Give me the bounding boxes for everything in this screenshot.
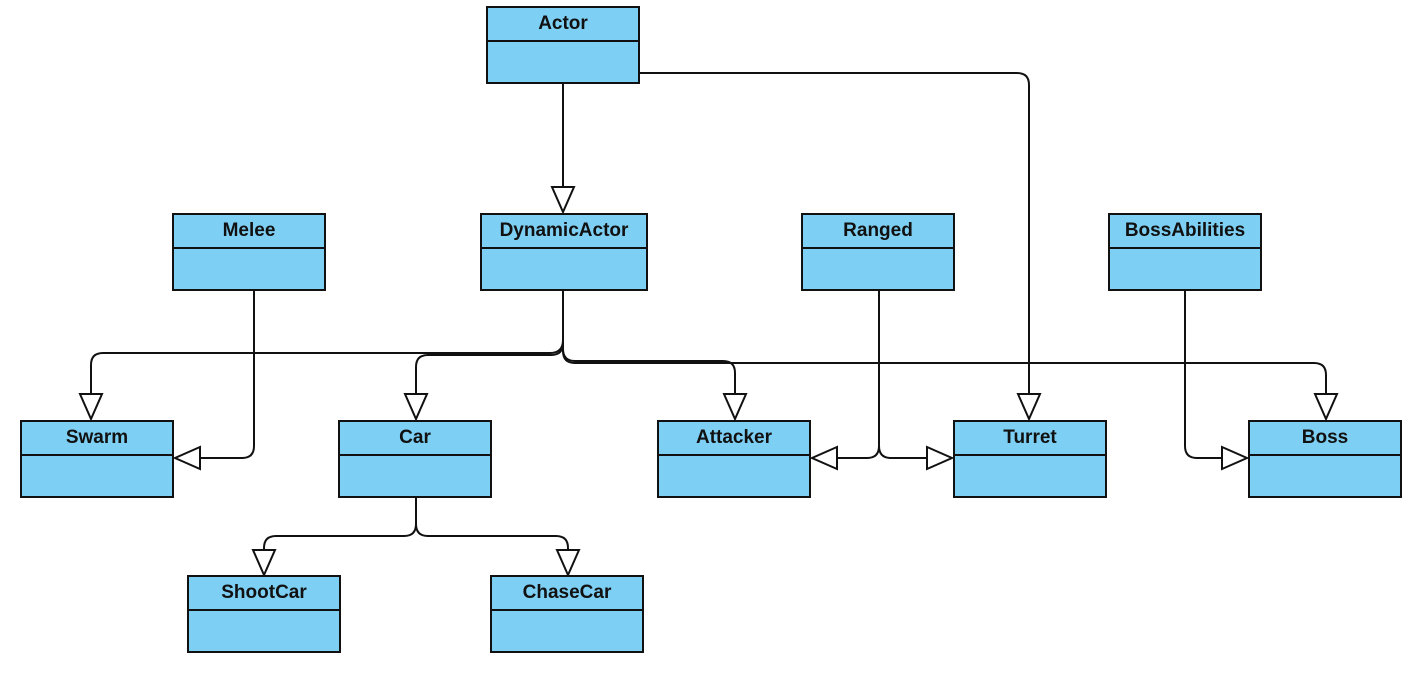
class-name-chase-car: ChaseCar [492,577,642,611]
generalization-arrowhead-attacker-to-dynamic-actor [722,393,748,422]
generalization-arrowhead-swarm-to-dynamic-actor [78,393,104,422]
class-shoot-car[interactable]: ShootCar [187,575,341,653]
class-body-boss [1250,456,1400,496]
generalization-arrowhead-swarm-to-melee [172,445,201,471]
generalization-line-swarm-to-melee [200,291,255,459]
class-actor[interactable]: Actor [486,6,640,84]
class-body-boss-abilities [1110,249,1260,289]
class-name-boss-abilities: BossAbilities [1110,215,1260,249]
generalization-arrowhead-boss-to-dynamic-actor [1313,393,1339,422]
class-boss-abilities[interactable]: BossAbilities [1108,213,1262,291]
class-body-actor [488,42,638,82]
class-name-turret: Turret [955,422,1105,456]
generalization-arrowhead-turret-to-ranged [926,445,955,471]
generalization-line-attacker-to-dynamic-actor [562,291,736,394]
generalization-line-attacker-to-ranged [837,291,880,459]
class-body-chase-car [492,611,642,651]
generalization-arrowhead-attacker-to-ranged [809,445,838,471]
class-swarm[interactable]: Swarm [20,420,174,498]
generalization-line-chase-car-to-car [415,498,569,550]
class-name-car: Car [340,422,490,456]
class-car[interactable]: Car [338,420,492,498]
generalization-line-car-to-dynamic-actor [415,291,564,394]
class-body-melee [174,249,324,289]
generalization-arrowhead-dynamic-actor-to-actor [550,186,576,215]
class-attacker[interactable]: Attacker [657,420,811,498]
class-name-boss: Boss [1250,422,1400,456]
class-body-dynamic-actor [482,249,646,289]
class-body-car [340,456,490,496]
class-body-ranged [803,249,953,289]
class-body-shoot-car [189,611,339,651]
class-name-melee: Melee [174,215,324,249]
class-melee[interactable]: Melee [172,213,326,291]
class-chase-car[interactable]: ChaseCar [490,575,644,653]
class-name-swarm: Swarm [22,422,172,456]
class-name-dynamic-actor: DynamicActor [482,215,646,249]
generalization-arrowhead-boss-to-boss-abilities [1221,445,1250,471]
generalization-line-boss-to-dynamic-actor [562,291,1327,394]
generalization-line-turret-to-actor [640,72,1030,394]
generalization-arrowhead-shoot-car-to-car [251,549,277,578]
class-turret[interactable]: Turret [953,420,1107,498]
class-ranged[interactable]: Ranged [801,213,955,291]
class-name-actor: Actor [488,8,638,42]
class-body-swarm [22,456,172,496]
generalization-line-boss-to-boss-abilities [1184,291,1222,459]
class-boss[interactable]: Boss [1248,420,1402,498]
generalization-arrowhead-car-to-dynamic-actor [403,393,429,422]
generalization-arrowhead-chase-car-to-car [555,549,581,578]
class-name-attacker: Attacker [659,422,809,456]
class-body-turret [955,456,1105,496]
generalization-line-shoot-car-to-car [263,498,417,550]
class-name-shoot-car: ShootCar [189,577,339,611]
generalization-line-swarm-to-dynamic-actor [90,291,564,394]
class-dynamic-actor[interactable]: DynamicActor [480,213,648,291]
generalization-arrowhead-turret-to-actor [1016,393,1042,422]
class-body-attacker [659,456,809,496]
class-name-ranged: Ranged [803,215,953,249]
generalization-line-turret-to-ranged [878,291,927,459]
